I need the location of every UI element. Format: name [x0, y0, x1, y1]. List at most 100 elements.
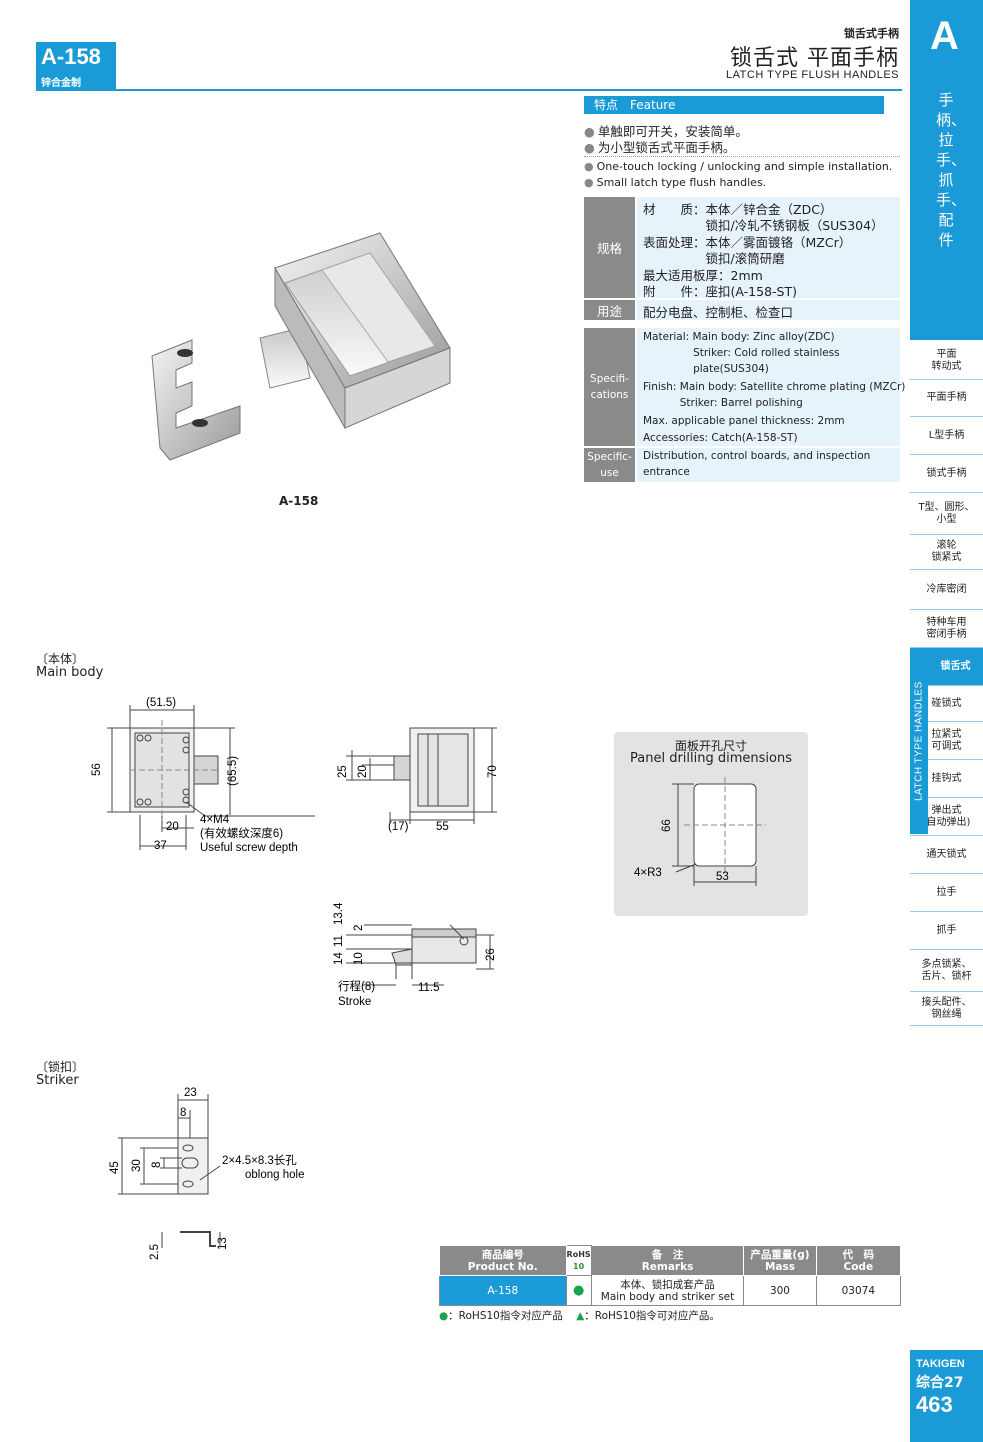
main-body-cn: 〔本体〕: [36, 652, 85, 666]
product-photo: [151, 232, 451, 461]
side-nav-item[interactable]: 滚轮 锁紧式: [910, 535, 983, 570]
side-nav-item[interactable]: L型手柄: [910, 417, 983, 455]
section-vertical-title: 手柄、拉手、抓手、配件: [936, 91, 967, 249]
product-code-badge: A-158 锌合金制: [36, 42, 116, 90]
rohs-legend: ●：RoHS10指令对应产品 ▲：RoHS10指令可对应产品。: [439, 1308, 720, 1323]
cell-rohs: ●: [565, 1275, 592, 1306]
dim-2: 2: [353, 925, 365, 931]
side-nav-item[interactable]: 平面手柄: [910, 380, 983, 417]
side-nav-item[interactable]: 特种车用 密闭手柄: [910, 610, 983, 648]
spec-en-line: Finish: Main body: Satellite chrome plat…: [643, 381, 906, 393]
panel-dim-53: 53: [716, 871, 729, 883]
use-cn-body: 配分电盘、控制柜、检查口: [637, 300, 900, 320]
main-body-heading: 〔本体〕 Main body: [36, 652, 103, 680]
main-body-en: Main body: [36, 665, 104, 680]
page-number: 463: [916, 1392, 953, 1417]
feature-bar: 特点 Feature: [584, 96, 900, 114]
dim-10: 10: [353, 952, 365, 965]
rohs-dot-icon: ●: [439, 1310, 449, 1322]
main-body-front-drawing: (51.5) 56 (65.5) 20 37 4×M4 (有效螺纹深度6) Us…: [91, 697, 315, 854]
feature-label: 特点 Feature: [584, 96, 884, 114]
cell-code: 03074: [815, 1275, 902, 1306]
page-footer-tab: TAKIGEN 综合27 463: [910, 1350, 983, 1442]
divider: [584, 156, 900, 157]
spec-cn-table: 规格 材 质：本体／锌合金（ZDC） 锁扣/冷轧不锈钢板（SUS304） 表面处…: [584, 197, 900, 320]
striker-dim-13: 13: [217, 1237, 229, 1250]
dim-m4-note-en: Useful screw depth: [200, 842, 298, 854]
spec-line: 材 质：本体／锌合金（ZDC）: [643, 202, 833, 217]
legend-a: ：RoHS10指令对应产品: [448, 1310, 563, 1322]
spec-en-line: Striker: Barrel polishing: [643, 397, 803, 409]
side-nav-item[interactable]: 弹出式 (自动弹出): [910, 798, 983, 836]
panel-drawing: 66 53 4×R3: [634, 777, 766, 886]
dim-13-4: 13.4: [333, 902, 345, 925]
section-letter: A: [930, 14, 959, 58]
section-tab[interactable]: A 手柄、拉手、抓手、配件: [910, 0, 983, 340]
side-nav-item[interactable]: 锁式手柄: [910, 455, 983, 493]
rohs-triangle-icon: ▲: [576, 1310, 585, 1322]
side-nav-item[interactable]: 通天锁式: [910, 836, 983, 874]
dim-37: 37: [154, 840, 167, 852]
category-small: 锁舌式手柄: [844, 27, 899, 40]
product-code: A-158: [41, 44, 101, 69]
dim-65-5: (65.5): [227, 756, 239, 786]
cell-mass: 300: [743, 1275, 817, 1306]
spec-line: 表面处理：本体／雾面镀铬（MZCr）: [643, 235, 852, 250]
use-en-label: Specific- use: [584, 448, 635, 482]
dim-m4: 4×M4: [200, 814, 230, 826]
spec-en-line: Accessories: Catch(A-158-ST): [643, 432, 798, 444]
photo-caption: A-158: [279, 494, 319, 508]
striker-dim-23: 23: [184, 1087, 197, 1099]
header-divider: [36, 89, 902, 91]
striker-heading: 〔锁扣〕 Striker: [36, 1060, 84, 1088]
striker-dim-45: 45: [109, 1161, 121, 1174]
striker-dim-2-5: 2.5: [149, 1244, 161, 1260]
side-nav-item[interactable]: 碰锁式: [910, 686, 983, 722]
side-nav-item[interactable]: 多点锁紧、 舌片、锁杆: [910, 950, 983, 992]
dim-11-5: 11.5: [418, 982, 440, 994]
dim-14: 14: [333, 952, 345, 965]
panel-dim-r3: 4×R3: [634, 867, 662, 879]
use-line: 配分电盘、控制柜、检查口: [643, 305, 794, 320]
panel-title-cn: 面板开孔尺寸: [674, 739, 747, 753]
main-body-section-drawing: 13.4 2 14 11 10 26 11.5 行程(8) Stroke: [333, 902, 497, 1008]
side-nav-item[interactable]: 平面 转动式: [910, 342, 983, 380]
side-nav-item[interactable]: 挂钩式: [910, 760, 983, 798]
dim-17: (17): [388, 821, 409, 833]
side-nav-item[interactable]: 拉紧式 可调式: [910, 722, 983, 760]
cell-product-no: A-158: [439, 1275, 567, 1306]
brand: TAKIGEN: [916, 1358, 965, 1370]
page-title-en: LATCH TYPE FLUSH HANDLES: [726, 69, 899, 81]
dim-11: 11: [333, 935, 345, 947]
dim-55: 55: [436, 821, 449, 833]
panel-drilling-box: 面板开孔尺寸 Panel drilling dimensions 66 53 4…: [614, 732, 808, 916]
spec-en-line: Max. applicable panel thickness: 2mm: [643, 415, 845, 427]
page-title: 锁舌式 平面手柄: [730, 46, 899, 71]
dim-56: 56: [91, 763, 103, 776]
side-nav-item[interactable]: 冷库密闭: [910, 570, 983, 610]
side-nav-item[interactable]: 抓手: [910, 912, 983, 950]
spec-label: 规格: [584, 197, 635, 298]
striker-dim-8w: 8: [180, 1107, 186, 1119]
striker-cn: 〔锁扣〕: [36, 1060, 85, 1074]
dim-20b: 20: [357, 765, 369, 778]
main-body-side-drawing: 25 20 70 (17) 55: [337, 727, 499, 833]
striker-hole: 2×4.5×8.3长孔: [222, 1154, 297, 1167]
side-nav-item[interactable]: 锁舌式: [928, 648, 983, 686]
side-nav-item[interactable]: T型、圆形、 小型: [910, 493, 983, 535]
side-nav-item[interactable]: 接头配件、 钢丝绳: [910, 992, 983, 1026]
use-en-line: entrance: [643, 466, 690, 478]
legend-b: ：RoHS10指令可对应产品。: [584, 1310, 720, 1322]
feature-en-1: ●One-touch locking / unlocking and simpl…: [584, 160, 893, 173]
dim-26: 26: [485, 948, 497, 961]
spec-en-line: Material: Main body: Zinc alloy(ZDC): [643, 331, 835, 343]
spec-cn-body: 材 质：本体／锌合金（ZDC） 锁扣/冷轧不锈钢板（SUS304） 表面处理：本…: [637, 197, 900, 299]
feature-en-2: ●Small latch type flush handles.: [584, 176, 767, 189]
side-nav-item[interactable]: 拉手: [910, 874, 983, 912]
